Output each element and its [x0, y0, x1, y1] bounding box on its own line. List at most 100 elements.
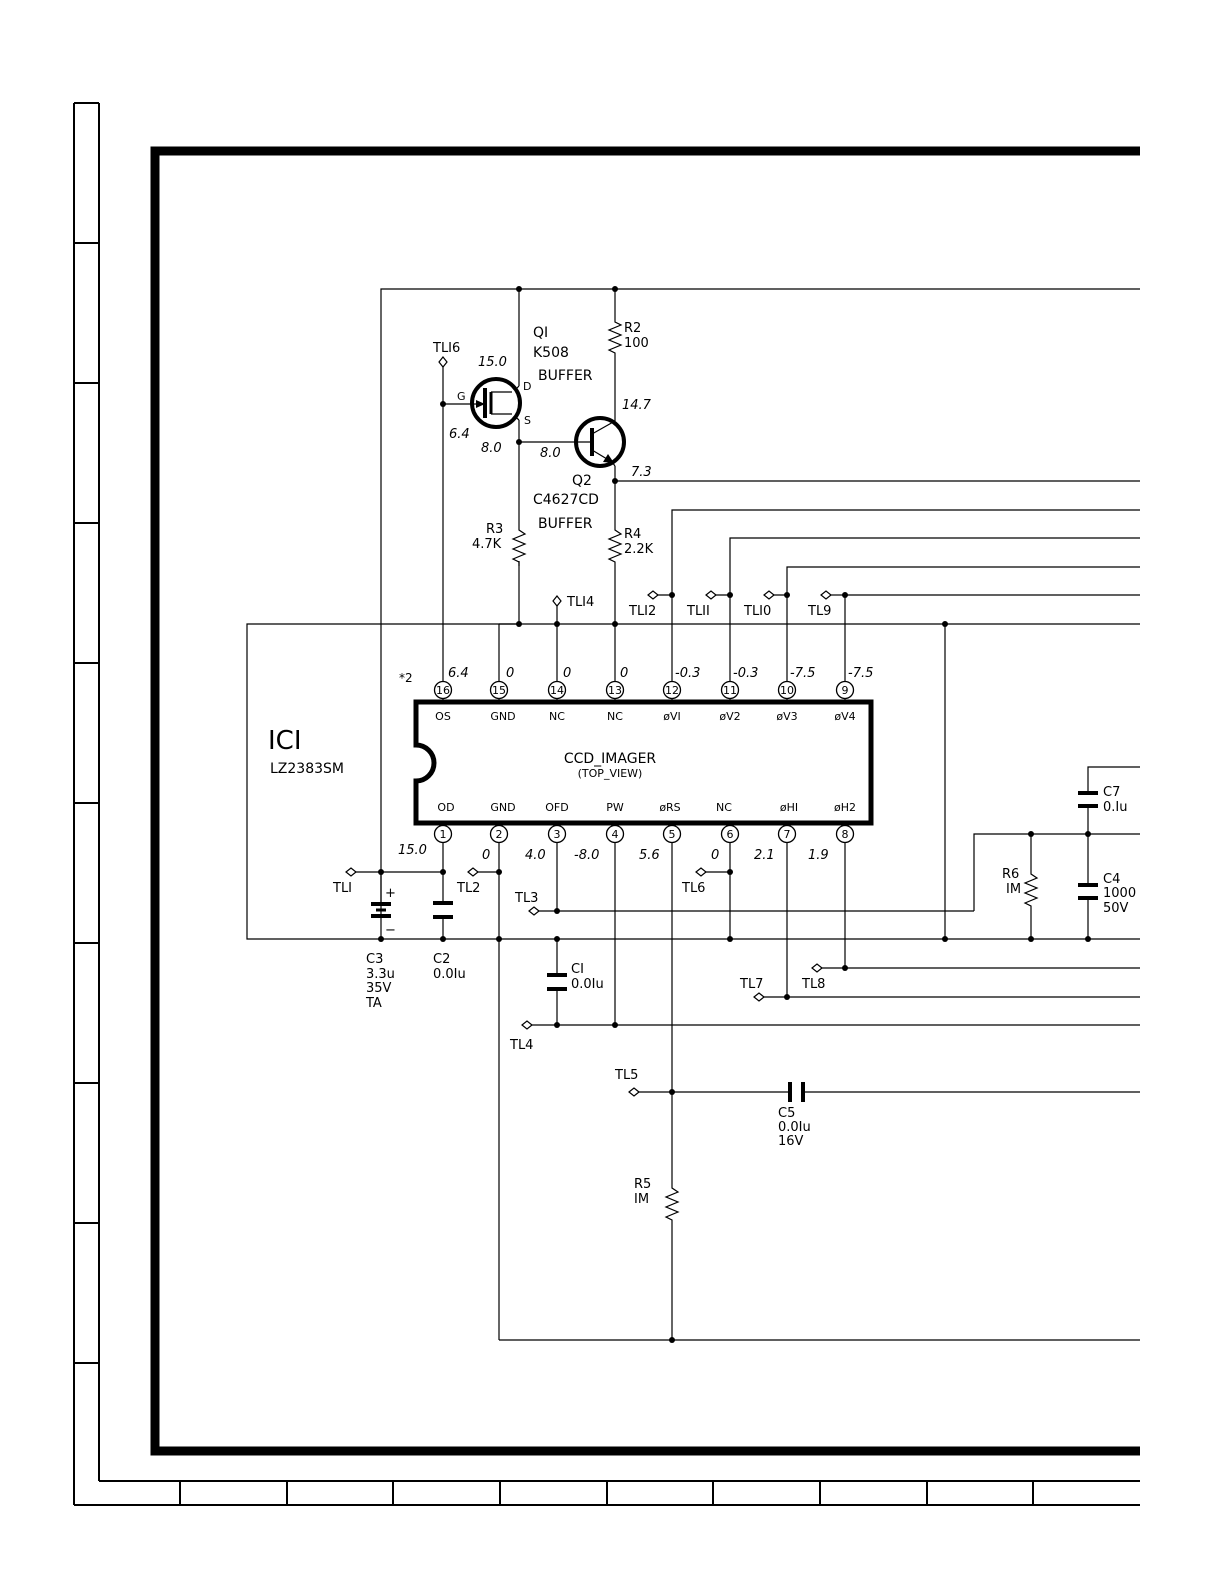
pin-14-number: 14: [550, 684, 564, 697]
c4-capacitor: [1078, 883, 1098, 900]
pin-16-name: OS: [435, 710, 451, 723]
q2-labels: 8.0 14.7 7.3 Q2 C4627CD BUFFER: [533, 398, 652, 532]
c5-capacitor: [788, 1082, 805, 1102]
tl7-label: TL7: [739, 977, 763, 992]
r6-resistor: [1023, 870, 1039, 910]
tl3-label: TL3: [514, 891, 538, 906]
top-pin-names: OS GND NC NC øVI øV2 øV3 øV4: [435, 710, 855, 723]
q2-reference: Q2: [572, 473, 592, 489]
q2-role: BUFFER: [538, 516, 593, 532]
pin-8-voltage: 1.9: [808, 848, 829, 863]
c3-plus-sign: +: [385, 886, 396, 901]
resistor-labels: R2 100 R3 4.7K R4 2.2K R5 IM R6 IM: [472, 321, 1021, 1207]
pin-9-number: 9: [842, 684, 849, 697]
ic-part-number: LZ2383SM: [270, 761, 344, 777]
q1-jfet-symbol: [443, 377, 522, 429]
pin-8-name: øH2: [834, 801, 856, 814]
c5-reference: C5: [778, 1106, 795, 1121]
c7-reference: C7: [1103, 785, 1120, 800]
r5-resistor: [664, 1183, 680, 1225]
c3-type: TA: [365, 996, 382, 1011]
q1-labels: QI K508 BUFFER G D S 15.0 6.4 8.0: [449, 325, 593, 456]
c7-value: 0.Iu: [1103, 800, 1127, 815]
pin-15-number: 15: [492, 684, 506, 697]
c5-voltage: 16V: [778, 1134, 804, 1149]
pin-16-voltage: 6.4: [448, 666, 469, 681]
bottom-pin-voltages: 15.0 0 4.0 -8.0 5.6 0 2.1 1.9: [398, 843, 829, 863]
top-rail: [380, 288, 1140, 939]
pin-12-number: 12: [665, 684, 679, 697]
pin-7-name: øHI: [780, 801, 798, 814]
pin-13-voltage: 0: [620, 666, 628, 681]
capacitor-labels: CI 0.0Iu C2 0.0Iu C3 3.3u 35V TA C4 1000…: [365, 785, 1136, 1149]
r5-value: IM: [634, 1192, 649, 1207]
pin-16-number: 16: [436, 684, 450, 697]
top-pin-numbers: 16 15 14 13 12 11 10 9: [436, 684, 849, 697]
pin-7-voltage: 2.1: [754, 848, 775, 863]
pin-10-number: 10: [780, 684, 794, 697]
pin-2-voltage: 0: [482, 848, 490, 863]
q2-emitter-voltage: 7.3: [631, 465, 652, 480]
r3-value: 4.7K: [472, 537, 502, 552]
pin-15-voltage: 0: [506, 666, 514, 681]
pin-1-voltage: 15.0: [398, 843, 427, 858]
tl8-label: TL8: [801, 977, 825, 992]
tl11-label: TLII: [686, 604, 710, 619]
drawing-frame: [73, 102, 1140, 1506]
tl10-label: TLI0: [743, 604, 771, 619]
r4-reference: R4: [624, 527, 641, 542]
pin-6-voltage: 0: [711, 848, 719, 863]
c2-reference: C2: [433, 952, 450, 967]
ic-reference: ICI: [268, 726, 302, 756]
pin-11-name: øV2: [719, 710, 740, 723]
c3-minus-sign: −: [385, 923, 396, 938]
pin-5-number: 5: [669, 828, 676, 841]
c1-reference: CI: [571, 962, 584, 977]
q1-source-label: S: [524, 414, 531, 427]
top-pin-circles: [433, 680, 855, 700]
c4-value: 1000: [1103, 886, 1136, 901]
test-point-labels: TLI TL2 TL3 TL4 TL5 TL6 TL7 TL8 TL9 TLI0…: [332, 341, 831, 1083]
pin-6-name: NC: [716, 801, 732, 814]
tl12-label: TLI2: [628, 604, 656, 619]
c5-value: 0.0Iu: [778, 1120, 811, 1135]
c1-value: 0.0Iu: [571, 977, 604, 992]
c2-capacitor: [433, 901, 453, 919]
pin-11-number: 11: [723, 684, 737, 697]
r3-resistor: [511, 525, 527, 566]
pin-14-name: NC: [549, 710, 565, 723]
pin-1-number: 1: [440, 828, 447, 841]
pin-8-number: 8: [842, 828, 849, 841]
test-point-markers: [345, 356, 832, 1097]
pin-4-name: PW: [606, 801, 624, 814]
pin-2-number: 2: [496, 828, 503, 841]
r5-reference: R5: [634, 1177, 651, 1192]
q2-base-voltage: 8.0: [540, 446, 561, 461]
pin-2-name: GND: [490, 801, 515, 814]
tl9-label: TL9: [807, 604, 831, 619]
tl2-label: TL2: [456, 881, 480, 896]
ic-note-mark: *2: [399, 671, 413, 685]
pin-12-voltage: -0.3: [675, 666, 700, 681]
c3-value: 3.3u: [366, 967, 395, 982]
pin-4-voltage: -8.0: [574, 848, 599, 863]
q1-part: K508: [533, 345, 569, 361]
chip-title: CCD_IMAGER: [564, 751, 657, 767]
c4-reference: C4: [1103, 872, 1120, 887]
pin-11-voltage: -0.3: [733, 666, 758, 681]
ccd-imager-chip: [413, 699, 874, 826]
pin-9-voltage: -7.5: [848, 666, 873, 681]
pin-13-number: 13: [608, 684, 622, 697]
pin-12-name: øVI: [663, 710, 681, 723]
tl4-label: TL4: [509, 1038, 533, 1053]
r3-reference: R3: [486, 522, 503, 537]
q1-gate-voltage: 6.4: [449, 427, 470, 442]
q1-source-voltage: 8.0: [481, 441, 502, 456]
pin-6-number: 6: [727, 828, 734, 841]
q1-drain-voltage: 15.0: [478, 355, 507, 370]
r6-reference: R6: [1002, 867, 1019, 882]
c3-voltage: 35V: [366, 981, 392, 996]
frame-column-ticks: [179, 1481, 1034, 1505]
r4-resistor: [607, 525, 623, 566]
